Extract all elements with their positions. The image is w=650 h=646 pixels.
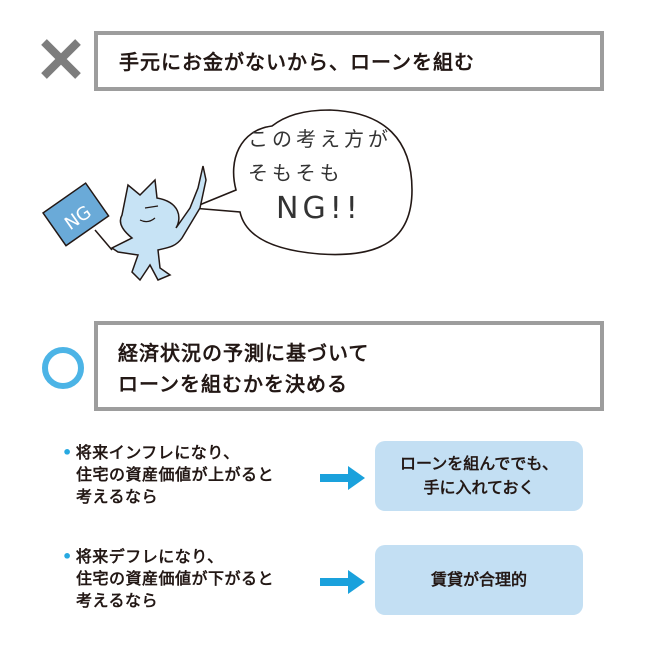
ok-statement-line-2: ローンを組むかを決める	[118, 372, 348, 396]
speech-bubble-text: この考え方が そもそも NG!!	[248, 122, 392, 226]
arrow-right-icon	[320, 569, 366, 599]
speech-line-3: NG!!	[276, 191, 362, 226]
ok-statement-box: 経済状況の予測に基づいて ローンを組むかを決める	[94, 321, 604, 411]
ok-statement: 経済状況の予測に基づいて ローンを組むかを決める	[118, 338, 369, 400]
arrow-right-icon	[320, 465, 366, 495]
speech-line-2: そもそも	[248, 161, 344, 185]
scenario-result: ローンを組んででも、 手に入れておく	[375, 441, 583, 511]
circle-icon	[41, 346, 85, 390]
cross-icon	[40, 38, 82, 80]
ng-statement-box: 手元にお金がないから、ローンを組む	[94, 31, 604, 91]
bullet-icon: •	[62, 443, 73, 462]
ng-statement: 手元にお金がないから、ローンを組む	[119, 50, 475, 74]
bullet-icon: •	[62, 547, 73, 566]
scenario-condition: •将来デフレになり、 住宅の資産価値が下がると 考えるなら	[62, 547, 275, 610]
scenario-result: 賃貸が合理的	[375, 545, 583, 615]
ok-statement-line-1: 経済状況の予測に基づいて	[118, 341, 370, 365]
cat-illustration: NG	[40, 100, 440, 300]
speech-line-1: この考え方が	[248, 127, 392, 151]
scenario-condition: •将来インフレになり、 住宅の資産価値が上がると 考えるなら	[62, 443, 275, 506]
